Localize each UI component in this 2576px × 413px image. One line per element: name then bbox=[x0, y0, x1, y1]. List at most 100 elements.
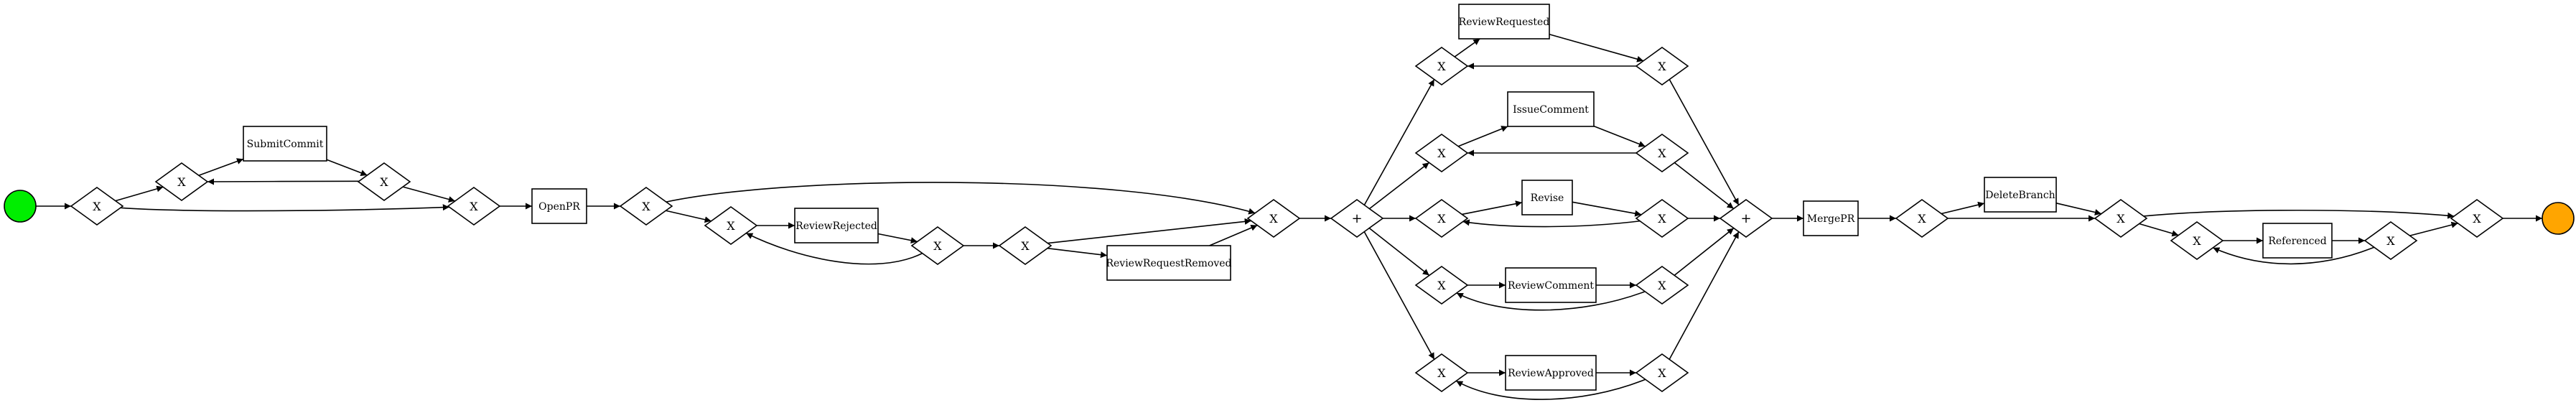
edge-gE2-to-p2 bbox=[1669, 231, 1740, 360]
exclusive-gateway-shape bbox=[357, 162, 411, 201]
exclusive-gateway: X bbox=[998, 226, 1053, 265]
task-label: DeleteBranch bbox=[1985, 190, 2055, 201]
exclusive-gateway-shape bbox=[1635, 199, 1689, 238]
exclusive-gateway-shape bbox=[1635, 47, 1689, 85]
edge-t_req-to-gA2 bbox=[1549, 33, 1644, 62]
edge-gD2-to-p2 bbox=[1674, 227, 1735, 277]
gateway-label: X bbox=[1437, 60, 1446, 73]
task-submit: SubmitCommit bbox=[243, 126, 327, 162]
gateway-label: X bbox=[177, 175, 186, 189]
edge-g1-to-g2 bbox=[115, 185, 164, 202]
task-ref-shape bbox=[2262, 223, 2333, 259]
exclusive-gateway: X bbox=[2450, 199, 2504, 238]
task-merge: MergePR bbox=[1803, 200, 1859, 236]
exclusive-gateway-shape bbox=[2363, 221, 2418, 260]
exclusive-gateway-shape bbox=[619, 187, 673, 226]
edge-gB2-to-p2 bbox=[1674, 162, 1735, 210]
gateway-label: X bbox=[642, 200, 650, 213]
end-event bbox=[2542, 202, 2575, 235]
exclusive-gateway: X bbox=[1414, 353, 1469, 392]
task-revise-shape bbox=[1521, 180, 1573, 215]
start-event-shape bbox=[4, 190, 37, 223]
edge-g3-to-g4 bbox=[402, 186, 456, 203]
exclusive-gateway: X bbox=[704, 206, 758, 245]
exclusive-gateway: X bbox=[1895, 199, 1949, 238]
exclusive-gateway-shape bbox=[1414, 134, 1469, 172]
task-rcom-shape bbox=[1505, 267, 1597, 303]
edge-g11-to-g12 bbox=[2139, 223, 2179, 237]
exclusive-gateway-shape bbox=[998, 226, 1053, 265]
edge-p1-to-gA1 bbox=[1363, 79, 1435, 205]
task-rapp-shape bbox=[1505, 355, 1597, 391]
task-submit-shape bbox=[243, 126, 327, 162]
task-revise: Revise bbox=[1521, 180, 1573, 215]
edge-g11-to-g14 bbox=[2143, 209, 2455, 219]
parallel-gateway: + bbox=[1719, 199, 1773, 238]
exclusive-gateway: X bbox=[619, 187, 673, 226]
parallel-gateway: + bbox=[1330, 199, 1384, 238]
gateway-label: X bbox=[1269, 212, 1278, 226]
exclusive-gateway-shape bbox=[154, 162, 209, 201]
exclusive-gateway: X bbox=[1246, 199, 1301, 238]
task-req: ReviewRequested bbox=[1458, 4, 1550, 40]
edge-gA1-to-t_req bbox=[1454, 38, 1480, 57]
edge-g5-to-g6 bbox=[666, 210, 711, 223]
exclusive-gateway-shape bbox=[1895, 199, 1949, 238]
gateway-label: + bbox=[1351, 211, 1362, 226]
exclusive-gateway-shape bbox=[1414, 353, 1469, 392]
task-merge-shape bbox=[1803, 200, 1859, 236]
gateway-label: X bbox=[2473, 212, 2481, 226]
edge-g2-to-t_submit bbox=[198, 158, 244, 176]
exclusive-gateway: X bbox=[1414, 199, 1469, 238]
parallel-gateway-shape bbox=[1330, 199, 1384, 238]
task-label: Revise bbox=[1531, 192, 1564, 204]
gateway-label: X bbox=[470, 200, 478, 213]
edge-t_issue-to-gB2 bbox=[1593, 125, 1646, 147]
exclusive-gateway: X bbox=[357, 162, 411, 201]
task-label: OpenPR bbox=[538, 201, 580, 213]
exclusive-gateway-shape bbox=[910, 226, 965, 265]
gateway-label: X bbox=[1918, 212, 1926, 226]
edge-g7-to-g6 bbox=[745, 232, 923, 265]
edge-g8-to-t_rrr bbox=[1047, 247, 1108, 259]
exclusive-gateway: X bbox=[2094, 199, 2148, 238]
gateway-label: X bbox=[1437, 279, 1446, 292]
gateway-label: X bbox=[1658, 60, 1666, 73]
edges-layer bbox=[36, 33, 2542, 400]
task-issue-shape bbox=[1507, 91, 1595, 127]
task-label: ReviewRequestRemoved bbox=[1106, 258, 1231, 269]
exclusive-gateway-shape bbox=[1414, 199, 1469, 238]
task-rrr: ReviewRequestRemoved bbox=[1106, 245, 1232, 281]
edge-gD2-to-gD1 bbox=[1456, 291, 1646, 311]
edge-g8-to-g9 bbox=[1047, 218, 1251, 244]
end-event-shape bbox=[2542, 202, 2575, 235]
task-label: ReviewApproved bbox=[1508, 368, 1594, 379]
edge-g1-to-g4 bbox=[120, 204, 449, 212]
parallel-gateway-shape bbox=[1719, 199, 1773, 238]
task-label: MergePR bbox=[1807, 213, 1855, 225]
edge-p1-to-gE1 bbox=[1363, 231, 1435, 360]
gateway-label: X bbox=[2117, 212, 2125, 226]
exclusive-gateway: X bbox=[1635, 47, 1689, 85]
gateway-label: X bbox=[1437, 212, 1446, 226]
gateway-label: X bbox=[1021, 239, 1030, 253]
gateway-label: X bbox=[1658, 366, 1666, 380]
gateway-label: X bbox=[2386, 234, 2395, 248]
edge-g10-to-t_del bbox=[1941, 201, 1985, 215]
exclusive-gateway: X bbox=[1414, 266, 1469, 305]
edge-p1-to-gD1 bbox=[1368, 227, 1430, 277]
exclusive-gateway-shape bbox=[70, 187, 124, 226]
exclusive-gateway: X bbox=[154, 162, 209, 201]
task-label: ReviewComment bbox=[1508, 280, 1594, 292]
gateway-label: X bbox=[1658, 279, 1666, 292]
edge-t_submit-to-g3 bbox=[326, 159, 368, 176]
exclusive-gateway: X bbox=[1414, 134, 1469, 172]
task-req-shape bbox=[1458, 4, 1550, 40]
exclusive-gateway: X bbox=[2363, 221, 2418, 260]
exclusive-gateway: X bbox=[70, 187, 124, 226]
task-open-shape bbox=[531, 188, 587, 224]
gateway-label: + bbox=[1740, 211, 1751, 226]
